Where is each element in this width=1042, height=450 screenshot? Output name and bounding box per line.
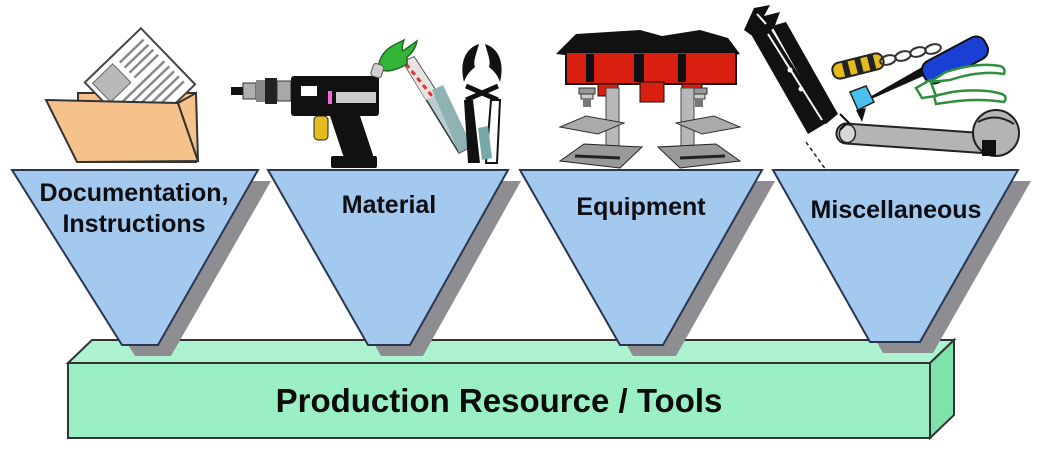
funnel-equipment bbox=[518, 169, 775, 356]
production-box-label: Production Resource / Tools bbox=[275, 382, 723, 419]
drill-table-right bbox=[674, 115, 742, 135]
funnel-material-shape bbox=[266, 169, 510, 346]
funnel-documentation-shape bbox=[10, 169, 260, 346]
pliers bbox=[462, 44, 502, 164]
funnel-label-material: Material bbox=[341, 191, 437, 219]
black-pliers bbox=[744, 5, 838, 134]
funnel-miscellaneous bbox=[771, 169, 1031, 353]
drill-table-left bbox=[558, 115, 626, 135]
folder-front-flap bbox=[44, 98, 200, 164]
claw-hammer bbox=[370, 38, 474, 154]
drill-press-machines-icon bbox=[556, 30, 742, 169]
folder-fold bbox=[176, 91, 199, 162]
funnel-label-documentation: Documentation, Instructions bbox=[39, 179, 229, 238]
pipe-tool bbox=[835, 122, 998, 155]
cyan-bit bbox=[848, 85, 876, 112]
funnel-label-miscellaneous: Miscellaneous bbox=[810, 196, 982, 224]
funnel-miscellaneous-shape bbox=[771, 169, 1020, 343]
folder-documents-icon bbox=[44, 26, 200, 164]
chain-links bbox=[879, 43, 942, 66]
drill-hammer-pliers-icon bbox=[231, 38, 502, 168]
drill-chuck-left bbox=[578, 87, 596, 107]
production-box-front-face bbox=[67, 362, 931, 439]
funnel-material bbox=[266, 169, 521, 356]
green-pliers bbox=[914, 63, 1007, 106]
funnel-label-equipment: Equipment bbox=[576, 193, 706, 221]
yellow-handle bbox=[831, 52, 885, 80]
production-box bbox=[65, 337, 957, 441]
assorted-tools-icon bbox=[744, 5, 1020, 171]
production-box-top-face bbox=[65, 339, 957, 364]
caster-fitting bbox=[972, 109, 1020, 157]
funnel-documentation bbox=[10, 169, 271, 356]
power-drill bbox=[231, 76, 379, 168]
funnel-equipment-shape bbox=[518, 169, 764, 346]
